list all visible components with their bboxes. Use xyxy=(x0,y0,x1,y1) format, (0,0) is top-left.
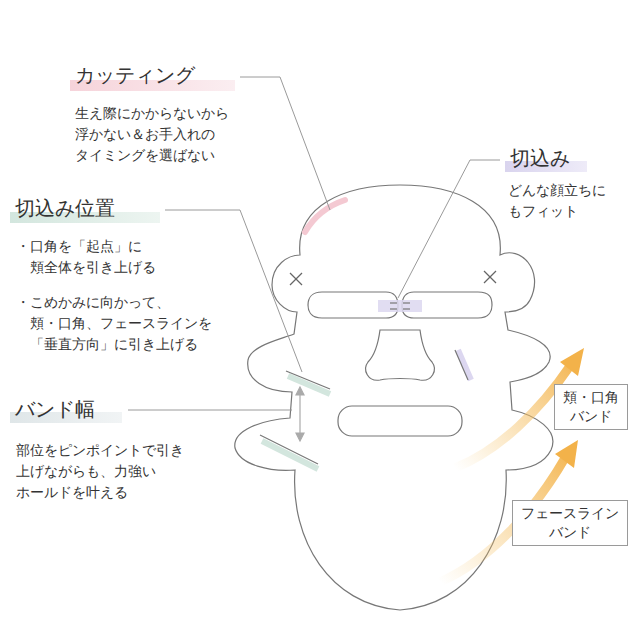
band-box: フェースライン バンド xyxy=(512,500,628,546)
cheek-slit xyxy=(455,350,468,380)
slit-highlight xyxy=(458,350,471,380)
jaw-slit xyxy=(260,435,318,464)
slit-highlight xyxy=(378,300,422,312)
bullet-text: ・口角を「起点」に 頬全体を引き上げる xyxy=(16,236,156,278)
nose-opening xyxy=(366,330,435,380)
slit-highlight xyxy=(288,376,330,394)
band-box: 頬・口角 バンド xyxy=(554,384,628,430)
heading: 切込み xyxy=(510,146,570,170)
heading: 切込み位置 xyxy=(15,196,115,220)
description: 生え際にかからないから 浮かない＆お手入れの タイミングを選ばない xyxy=(75,103,229,166)
cross-mark xyxy=(290,271,496,285)
box-text: フェースライン バンド xyxy=(521,504,619,542)
mask-outline xyxy=(235,185,553,610)
description: 部位をピンポイントで引き 上げながらも、力強い ホールドを叶える xyxy=(16,440,184,503)
heading: バンド幅 xyxy=(15,397,95,421)
cheek-slit xyxy=(286,371,330,389)
box-text: 頬・口角 バンド xyxy=(563,388,619,426)
cutting-mark xyxy=(305,200,345,232)
lift-arrow xyxy=(455,366,570,468)
bullet-text: ・こめかみに向かって、 頬・口角、フェースラインを 「垂直方向」に引き上げる xyxy=(16,292,212,355)
description: どんな顔立ちに もフィット xyxy=(508,180,606,222)
lift-arrow xyxy=(560,348,584,376)
heading: カッティング xyxy=(75,63,195,87)
width-arrow xyxy=(296,387,304,441)
mouth-opening xyxy=(338,406,462,436)
lift-arrow xyxy=(555,440,578,468)
slit-mark xyxy=(390,303,410,309)
slit-highlight xyxy=(262,441,318,469)
